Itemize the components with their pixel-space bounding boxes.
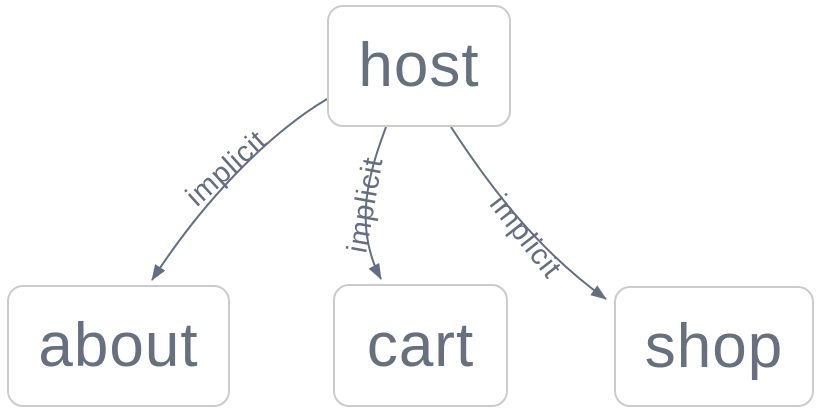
node-about: about xyxy=(7,285,230,407)
edge-host-shop xyxy=(450,126,607,300)
node-shop-label: shop xyxy=(644,311,784,381)
node-host-label: host xyxy=(358,31,480,100)
node-cart-label: cart xyxy=(366,310,475,380)
node-shop: shop xyxy=(614,286,814,407)
node-about-label: about xyxy=(38,311,199,380)
node-host: host xyxy=(327,5,511,127)
node-cart: cart xyxy=(333,284,508,407)
edge-host-about xyxy=(151,98,328,281)
edge-host-cart xyxy=(364,126,387,280)
